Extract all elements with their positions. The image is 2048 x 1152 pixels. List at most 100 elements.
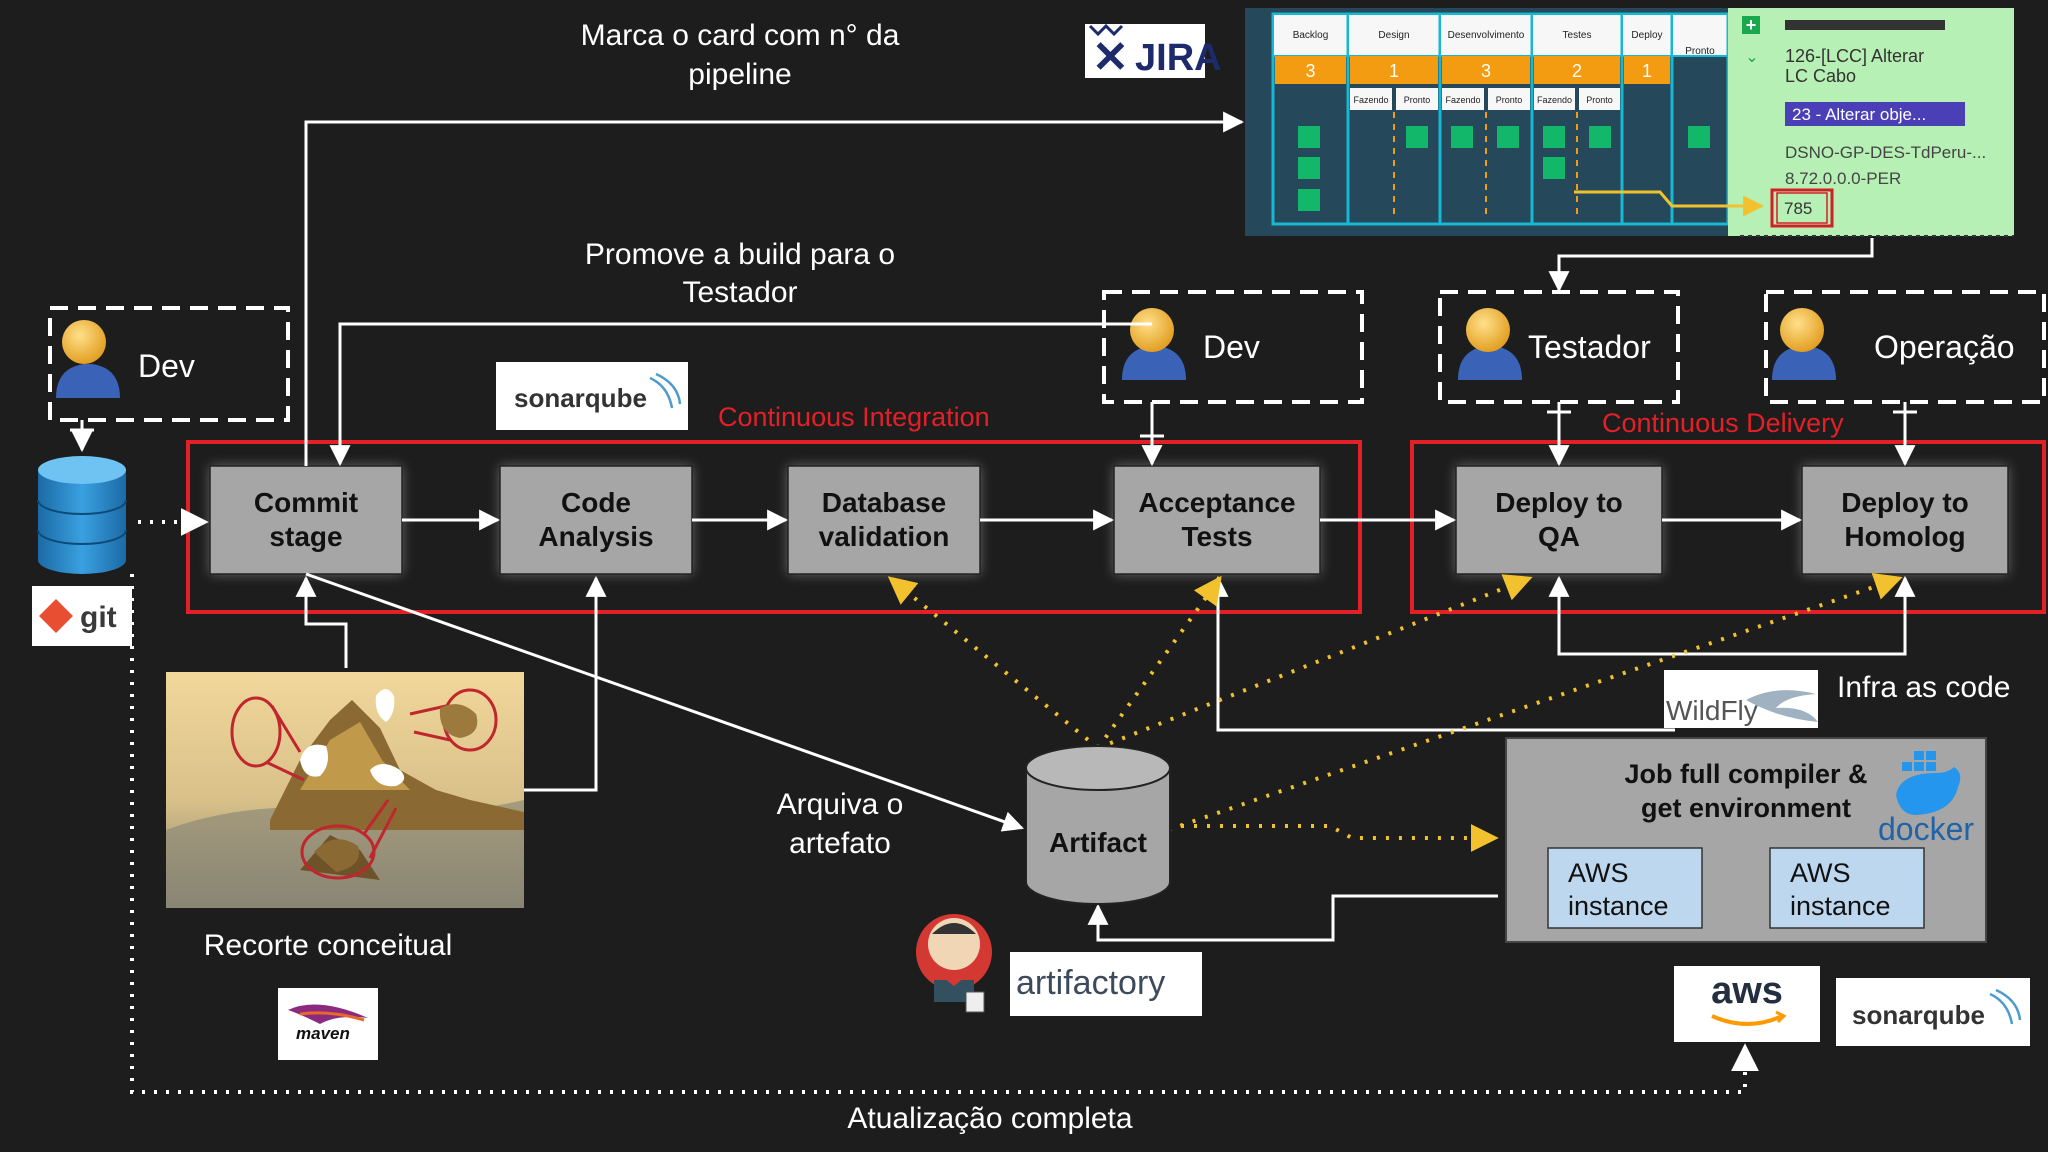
stage-label: validation — [819, 521, 950, 552]
stage-code-analysis: Code Analysis — [499, 465, 693, 575]
board-subcolumn-label: Fazendo — [1537, 95, 1572, 105]
artifact-label: Artifact — [1049, 827, 1147, 858]
board-subcolumn-label: Pronto — [1586, 95, 1613, 105]
infra-as-code-caption: Infra as code — [1837, 671, 2010, 704]
job-box: Job full compiler & get environment AWS … — [1505, 737, 1987, 943]
card-pipeline-number: 785 — [1784, 199, 1812, 218]
card-line-1: DSNO-GP-DES-TdPeru-... — [1785, 143, 1986, 162]
docker-logo-text: docker — [1878, 811, 1974, 847]
maven-logo: maven — [278, 988, 378, 1060]
role-dev-right: Dev — [1102, 290, 1364, 404]
board-card-marker — [1589, 126, 1611, 148]
person-icon — [1772, 308, 1836, 380]
wildfly-logo-text: WildFly — [1666, 695, 1758, 726]
aws-instance-label: instance — [1568, 891, 1669, 921]
board-card-marker — [1543, 126, 1565, 148]
sonarqube-logo: sonarqube — [496, 362, 688, 430]
role-operation: Operação — [1764, 290, 2046, 404]
role-tester: Testador — [1438, 290, 1680, 404]
promote-caption-line-2: Testador — [682, 276, 797, 309]
wildfly-logo: WildFly — [1664, 670, 1818, 728]
board-column-count: 3 — [1305, 61, 1315, 81]
stage-label: Analysis — [538, 521, 653, 552]
chevron-down-icon: ⌄ — [1745, 49, 1758, 66]
cd-label: Continuous Delivery — [1602, 408, 1844, 438]
board-card-marker — [1298, 126, 1320, 148]
concept-caption: Recorte conceitual — [204, 929, 452, 962]
board-card-marker — [1298, 189, 1320, 211]
stage-deploy-homolog: Deploy to Homolog — [1801, 465, 2009, 575]
svg-text:+: + — [1746, 15, 1757, 35]
board-card-marker — [1406, 126, 1428, 148]
role-dev-left: Dev — [48, 306, 290, 422]
stage-label: Homolog — [1844, 521, 1965, 552]
stage-deploy-qa: Deploy to QA — [1455, 465, 1663, 575]
board-column-label: Backlog — [1293, 30, 1329, 41]
sonarqube-logo-text: sonarqube — [1852, 1000, 1985, 1030]
card-line-2: 8.72.0.0.0-PER — [1785, 169, 1901, 188]
promote-caption-line-1: Promove a build para o — [585, 238, 895, 271]
card-title: 126-[LCC] Alterar — [1785, 46, 1924, 66]
stage-label: Commit — [254, 487, 358, 518]
board-card-marker — [1497, 126, 1519, 148]
board-column-count: 1 — [1642, 61, 1652, 81]
artifactory-logo: artifactory — [1010, 952, 1202, 1016]
artifact-cylinder: Artifact — [1025, 745, 1171, 905]
cutout-blob — [300, 689, 405, 787]
board-card-marker — [1451, 126, 1473, 148]
artifact-dotted-links — [887, 572, 1903, 852]
stage-label: Tests — [1181, 521, 1252, 552]
concept-image — [166, 672, 524, 908]
role-label: Dev — [138, 348, 195, 384]
svg-text:✕: ✕ — [1092, 33, 1129, 82]
role-label: Operação — [1874, 329, 2015, 365]
flow-arrows — [70, 111, 1917, 942]
stage-label: QA — [1538, 521, 1580, 552]
person-icon — [1458, 308, 1522, 380]
jenkins-icon — [916, 914, 992, 1013]
person-icon — [56, 320, 120, 398]
card-pointer-arrow — [1574, 190, 1765, 217]
stage-label: Acceptance — [1138, 487, 1295, 518]
aws-instance-label: instance — [1790, 891, 1891, 921]
archive-caption-line-2: artefato — [789, 827, 891, 860]
cd-frame — [1410, 440, 2046, 614]
aws-instance-label: AWS — [1790, 858, 1851, 888]
stage-label: Deploy to — [1495, 487, 1623, 518]
board-card-marker — [1298, 157, 1320, 179]
board-column-label: Testes — [1563, 30, 1592, 41]
stage-label: stage — [269, 521, 342, 552]
card-title-2: LC Cabo — [1785, 66, 1856, 86]
jira-logo-text: JIRA — [1135, 37, 1222, 79]
sonarqube-logo-2: sonarqube — [1836, 978, 2030, 1046]
board-subcolumn-label: Fazendo — [1445, 95, 1480, 105]
stage-label: Deploy to — [1841, 487, 1969, 518]
board-column-count: 1 — [1389, 61, 1399, 81]
full-update-caption: Atualização completa — [847, 1102, 1132, 1135]
card-tag: 23 - Alterar obje... — [1792, 105, 1926, 124]
aws-logo: aws — [1674, 966, 1820, 1042]
git-logo-text: git — [80, 601, 117, 634]
stage-database-validation: Database validation — [787, 465, 981, 575]
jira-caption-line-2: pipeline — [688, 58, 791, 91]
board-column-label: Design — [1378, 30, 1409, 41]
ci-label: Continuous Integration — [718, 402, 990, 432]
board-card-marker — [1543, 157, 1565, 179]
board-subcolumn-label: Pronto — [1496, 95, 1523, 105]
git-logo: git — [32, 586, 132, 646]
job-title-line-1: Job full compiler & — [1624, 759, 1867, 789]
docker-logo: docker — [1878, 751, 1974, 847]
board-column-label: Pronto — [1685, 46, 1715, 57]
board-column-count: 2 — [1572, 61, 1582, 81]
artifactory-logo-text: artifactory — [1016, 964, 1165, 1002]
role-label: Dev — [1203, 329, 1260, 365]
board-subcolumn-label: Fazendo — [1353, 95, 1388, 105]
board-subcolumn-label: Pronto — [1404, 95, 1431, 105]
board-card-marker — [1688, 126, 1710, 148]
job-title-line-2: get environment — [1641, 793, 1851, 823]
sonarqube-logo-text: sonarqube — [514, 383, 647, 413]
aws-instance-label: AWS — [1568, 858, 1629, 888]
stage-label: Database — [822, 487, 947, 518]
archive-caption-line-1: Arquiva o — [777, 788, 904, 821]
